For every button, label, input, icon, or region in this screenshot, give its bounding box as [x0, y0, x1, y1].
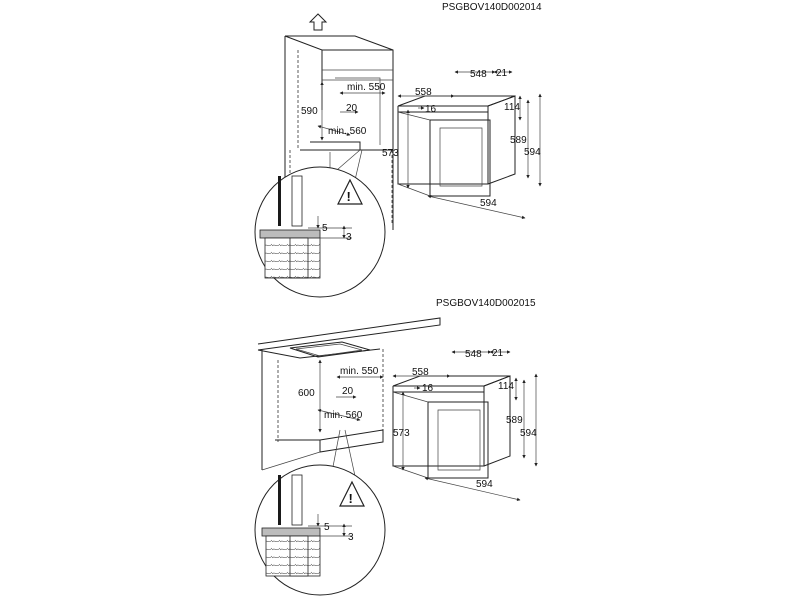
top-cabinet-min-width: min. 550	[347, 82, 386, 93]
top-detail-gap3: 3	[346, 232, 352, 243]
top-drawing-code: PSGBOV140D002014	[442, 2, 542, 13]
top-detail-gap5: 5	[322, 223, 328, 234]
top-cabinet-dims: 590 min. 550 20 min. 560	[301, 81, 386, 141]
bottom-detail-magnifier: 5 3 !	[254, 429, 386, 596]
top-cabinet-vent: 20	[346, 103, 358, 114]
warning-triangle-icon	[337, 178, 363, 205]
top-cabinet-min-depth: min. 560	[328, 126, 367, 137]
bottom-oven-top-gap: 114	[498, 381, 514, 392]
bottom-oven-width: 594	[476, 479, 493, 490]
bottom-oven-depth-total: 558	[412, 367, 429, 378]
bottom-detail-gap5: 5	[324, 522, 330, 533]
top-oven-width: 594	[480, 198, 497, 209]
bottom-warning-mark: !	[349, 491, 353, 506]
top-oven	[397, 95, 516, 197]
bottom-oven-height-front: 573	[393, 428, 410, 439]
bottom-oven	[392, 375, 511, 479]
warning-triangle-icon	[339, 480, 365, 507]
bottom-oven-dims: 548 21 558 16 114 573 589 594 594	[392, 348, 538, 502]
up-arrow-icon	[308, 13, 328, 31]
bottom-drawing-code: PSGBOV140D002015	[436, 298, 536, 309]
top-oven-depth-total: 558	[415, 87, 432, 98]
bottom-oven-height-body: 589	[506, 415, 523, 426]
bottom-oven-door: 16	[422, 383, 434, 394]
top-diagram: PSGBOV140D002014 590 min. 550 20	[254, 2, 542, 298]
bottom-diagram: PSGBOV140D002015 600 min. 550 20 min. 56…	[254, 298, 538, 596]
bottom-oven-height-total: 594	[520, 428, 537, 439]
bottom-cabinet-min-depth: min. 560	[324, 410, 363, 421]
bottom-oven-front: 21	[492, 348, 504, 359]
top-oven-height-total: 594	[524, 147, 541, 158]
top-oven-top-gap: 114	[504, 102, 520, 113]
bottom-cabinet-min-width: min. 550	[340, 366, 379, 377]
bottom-cabinet-dims: 600 min. 550 20 min. 560	[298, 359, 384, 433]
top-detail-magnifier: 5 3 !	[254, 149, 386, 298]
bottom-worktop	[257, 317, 441, 471]
top-oven-front: 21	[496, 68, 508, 79]
bottom-cabinet-height: 600	[298, 388, 315, 399]
bottom-oven-depth: 548	[465, 349, 482, 360]
top-oven-height-front: 573	[382, 148, 399, 159]
top-cabinet-height: 590	[301, 106, 318, 117]
bottom-cabinet-vent: 20	[342, 386, 354, 397]
top-oven-depth: 548	[470, 69, 487, 80]
top-oven-door: 16	[425, 104, 437, 115]
top-warning-mark: !	[347, 189, 351, 204]
bottom-detail-gap3: 3	[348, 532, 354, 543]
top-oven-dims: 548 21 558 16 114 573 589 594 594	[382, 68, 542, 220]
top-oven-height-body: 589	[510, 135, 527, 146]
